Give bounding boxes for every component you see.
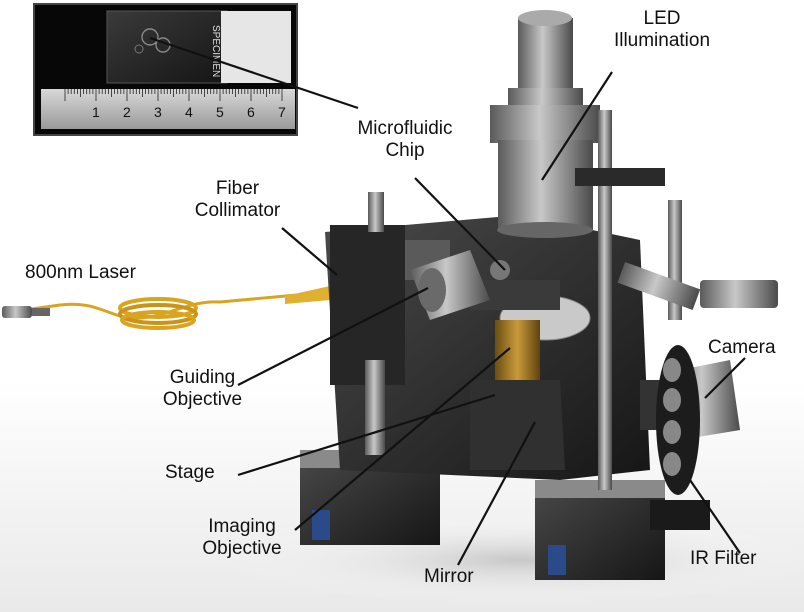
- callout-line-stage: [237, 393, 496, 477]
- fiber-cable: [9, 286, 331, 330]
- label-imaging-objective: Imaging Objective: [202, 516, 282, 559]
- mirror-block: [470, 380, 565, 470]
- ruler-number: 3: [154, 104, 162, 120]
- callout-lines: [149, 36, 746, 566]
- chip-well: [134, 44, 144, 54]
- label-mirror: Mirror: [424, 566, 474, 587]
- post-clamp: [575, 168, 665, 186]
- label-800nm-laser: 800nm Laser: [25, 262, 136, 283]
- ruler-number: 7: [278, 104, 286, 120]
- callout-line-imaging-objective: [294, 347, 511, 531]
- callout-line-guiding-objective: [237, 287, 429, 386]
- ruler-number: 5: [216, 104, 224, 120]
- callout-line-fiber-collimator: [281, 227, 338, 276]
- ruler-number: 2: [123, 104, 131, 120]
- label-guiding-objective: Guiding Objective: [162, 367, 243, 410]
- label-microfluidic-chip: Microfluidic Chip: [357, 118, 453, 161]
- ruler-ticks: 1 2 3 4 5 6 7: [64, 89, 286, 120]
- ruler-number: 4: [185, 104, 193, 120]
- callout-line-ir-filter: [689, 479, 741, 554]
- magnetic-base-right: [535, 480, 665, 580]
- led-illumination: [490, 10, 600, 238]
- glass-slide: [106, 10, 228, 84]
- micrometer: [617, 261, 778, 311]
- ruler: [41, 89, 295, 129]
- specimen-text: SPECIMEN: [210, 25, 221, 77]
- callout-line-microfluidic-chip: [414, 177, 506, 271]
- ruler-number: 1: [92, 104, 100, 120]
- slide-label-area: [221, 11, 291, 83]
- chip-photo-inset: SPECIMEN 1 2 3 4 5 6 7: [33, 3, 298, 136]
- callout-line-chip-inset: [149, 36, 359, 110]
- ruler-number: 6: [247, 104, 255, 120]
- chip-photo: SPECIMEN 1 2 3 4 5 6 7: [35, 5, 296, 134]
- vertical-post: [598, 110, 612, 490]
- label-stage: Stage: [165, 462, 215, 483]
- laser-connector: [2, 306, 50, 318]
- label-fiber-collimator: Fiber Collimator: [194, 178, 281, 221]
- ir-filter-wheel: [650, 345, 710, 530]
- label-led-illumination: LED Illumination: [613, 8, 711, 51]
- callout-line-led: [541, 71, 613, 181]
- guiding-objective: [410, 250, 490, 320]
- callout-line-mirror: [457, 421, 536, 566]
- label-ir-filter: IR Filter: [690, 548, 757, 569]
- label-camera: Camera: [708, 337, 776, 358]
- callout-line-camera: [704, 357, 746, 399]
- chip-well: [141, 28, 159, 46]
